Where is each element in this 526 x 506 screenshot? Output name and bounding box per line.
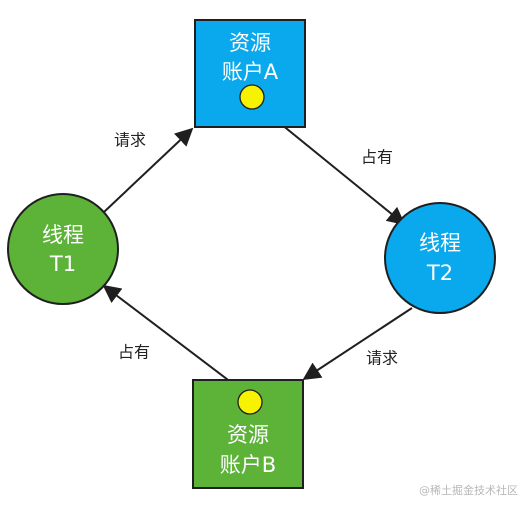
resource-b-token xyxy=(237,389,263,415)
resource-b-label-line1: 资源 xyxy=(227,423,269,447)
thread-t2-circle xyxy=(384,202,496,314)
edge-label-t2-to-b: 请求 xyxy=(366,349,398,368)
arrow-t1-to-resource-a xyxy=(103,127,194,213)
thread-t1-circle xyxy=(7,193,119,305)
arrow-t2-to-resource-b xyxy=(302,307,413,380)
thread-t2-label-line2: T2 xyxy=(426,261,453,285)
thread-t1-label-line2: T1 xyxy=(49,252,76,276)
watermark-text: @稀土掘金技术社区 xyxy=(419,483,518,497)
resource-b-label-line2: 账户B xyxy=(220,453,276,477)
resource-b-box xyxy=(192,379,304,489)
arrow-resource-b-to-t1 xyxy=(102,284,245,393)
edge-label-b-to-t1: 占有 xyxy=(118,343,150,362)
resource-a-label-line2: 账户A xyxy=(222,60,279,84)
resource-a-label-line1: 资源 xyxy=(229,31,271,55)
edge-label-a-to-t2: 占有 xyxy=(361,148,393,167)
thread-t2-label-line1: 线程 xyxy=(419,231,461,255)
thread-t1-label-line1: 线程 xyxy=(42,223,84,247)
resource-a-token xyxy=(239,84,265,110)
edge-label-t1-to-a: 请求 xyxy=(114,131,146,150)
